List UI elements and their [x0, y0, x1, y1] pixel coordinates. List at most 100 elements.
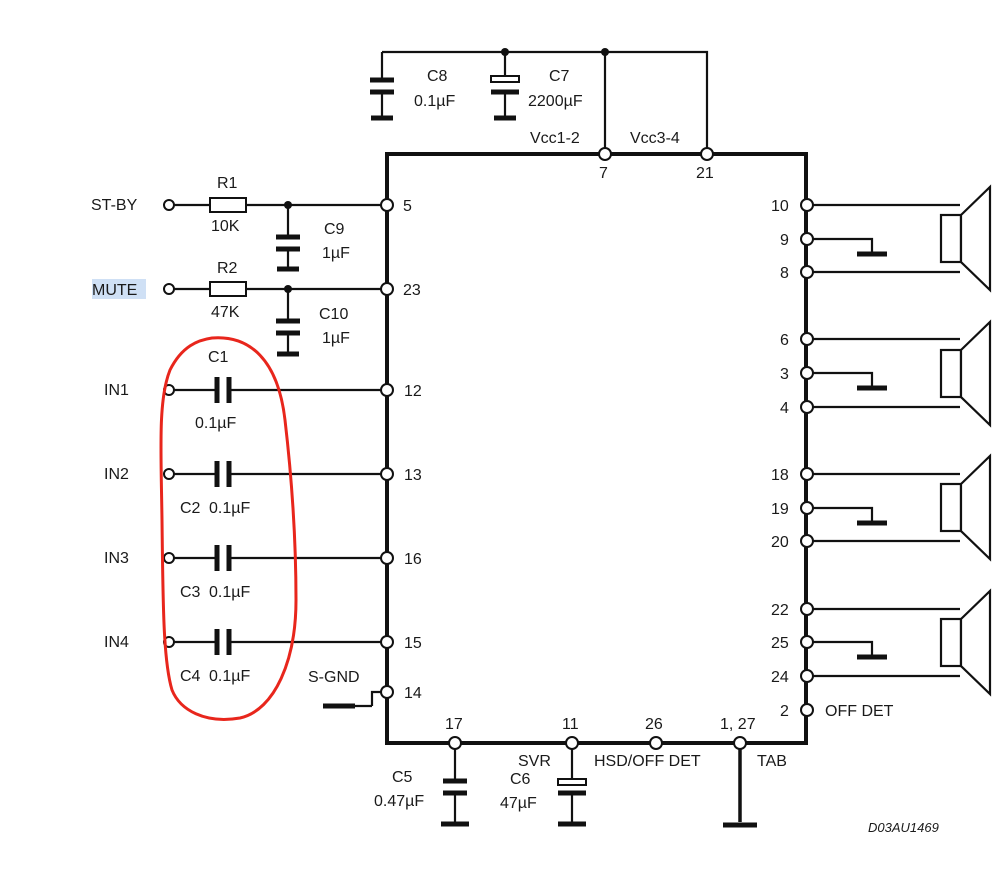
pin-21 — [700, 147, 714, 161]
mute-network — [163, 281, 387, 357]
c1-value: 0.1µF — [195, 415, 236, 432]
r1-value: 10K — [211, 218, 240, 235]
speaker-4 — [807, 588, 992, 697]
pin-14 — [380, 685, 394, 699]
pin-1-27 — [733, 736, 747, 750]
in3-label: IN3 — [104, 550, 129, 567]
ic-body — [385, 152, 808, 745]
input-network — [163, 377, 387, 655]
drawing-code: D03AU1469 — [868, 820, 939, 835]
pin-15 — [380, 635, 394, 649]
pin-12-label: 12 — [404, 383, 422, 400]
hsd-label: HSD/OFF DET — [594, 753, 701, 770]
speaker-3-icon — [939, 482, 963, 533]
speaker-4-icon — [939, 617, 963, 668]
pin-23 — [380, 282, 394, 296]
pin-25-label: 25 — [771, 635, 789, 652]
pin-17-label: 17 — [445, 716, 463, 733]
c9-name: C9 — [324, 221, 345, 238]
speaker-1-icon — [939, 213, 963, 264]
in2-label: IN2 — [104, 466, 129, 483]
c4-name: C4 — [180, 668, 201, 685]
mute-label: MUTE — [92, 282, 137, 299]
c1-name: C1 — [208, 349, 229, 366]
speaker-1 — [807, 184, 992, 293]
c5-value: 0.47µF — [374, 793, 424, 810]
r1-name: R1 — [217, 175, 238, 192]
pin-12 — [380, 383, 394, 397]
r2-name: R2 — [217, 260, 238, 277]
c7-value: 2200µF — [528, 93, 583, 110]
tab-label: TAB — [757, 753, 787, 770]
c6-name: C6 — [510, 771, 531, 788]
pin-3-label: 3 — [780, 366, 789, 383]
pin-26-label: 26 — [645, 716, 663, 733]
pin-5-label: 5 — [403, 198, 412, 215]
pin-13-label: 13 — [404, 467, 422, 484]
pin-2-label: 2 — [780, 703, 789, 720]
pin-19 — [800, 501, 814, 515]
speaker-2-icon — [939, 348, 963, 399]
pin-17 — [448, 736, 462, 750]
pin-11-label: 11 — [562, 716, 579, 733]
c2-value: 0.1µF — [209, 500, 250, 517]
standby-network — [163, 197, 387, 272]
r2-value: 47K — [211, 304, 240, 321]
c10-name: C10 — [319, 306, 348, 323]
pin-3 — [800, 366, 814, 380]
supply-network — [370, 48, 709, 154]
c8-value: 0.1µF — [414, 93, 455, 110]
c3-value: 0.1µF — [209, 584, 250, 601]
c4-value: 0.1µF — [209, 668, 250, 685]
pin-14-label: 14 — [404, 685, 422, 702]
c5-name: C5 — [392, 769, 413, 786]
mute-highlight — [92, 279, 146, 299]
pin-21-label: 21 — [696, 165, 714, 182]
pin-18-label: 18 — [771, 467, 789, 484]
pin-24-label: 24 — [771, 669, 789, 686]
pin-9 — [800, 232, 814, 246]
pin-19-label: 19 — [771, 501, 789, 518]
c8-name: C8 — [427, 68, 448, 85]
sgnd-label: S-GND — [308, 669, 360, 686]
pin-10-label: 10 — [771, 198, 789, 215]
pin-20-label: 20 — [771, 534, 789, 551]
c10-value: 1µF — [322, 330, 350, 347]
pin-5 — [380, 198, 394, 212]
pin-4-label: 4 — [780, 400, 789, 417]
pin-20 — [800, 534, 814, 548]
pin-15-label: 15 — [404, 635, 422, 652]
pin-4 — [800, 400, 814, 414]
pin-8 — [800, 265, 814, 279]
stby-label: ST-BY — [91, 197, 138, 214]
pin-24 — [800, 669, 814, 683]
pin-13 — [380, 467, 394, 481]
bottom-network — [441, 749, 757, 828]
offdet-label: OFF DET — [825, 703, 894, 720]
pin-6-label: 6 — [780, 332, 789, 349]
pin-22 — [800, 602, 814, 616]
pin-8-label: 8 — [780, 265, 789, 282]
speaker-3 — [807, 453, 992, 562]
pin-11 — [565, 736, 579, 750]
pin-25 — [800, 635, 814, 649]
c2-name: C2 — [180, 500, 201, 517]
svr-label: SVR — [518, 753, 551, 770]
in4-label: IN4 — [104, 634, 129, 651]
c7-name: C7 — [549, 68, 570, 85]
pin-18 — [800, 467, 814, 481]
pin-9-label: 9 — [780, 232, 789, 249]
pin-6 — [800, 332, 814, 346]
c3-name: C3 — [180, 584, 201, 601]
c9-value: 1µF — [322, 245, 350, 262]
pin-16 — [380, 551, 394, 565]
vcc12-label: Vcc1-2 — [530, 130, 580, 147]
speaker-2 — [807, 319, 992, 428]
red-annotation-circle — [159, 336, 298, 721]
pin-22-label: 22 — [771, 602, 789, 619]
vcc34-label: Vcc3-4 — [630, 130, 680, 147]
pin-23-label: 23 — [403, 282, 421, 299]
pin-7-label: 7 — [599, 165, 608, 182]
pin-16-label: 16 — [404, 551, 422, 568]
